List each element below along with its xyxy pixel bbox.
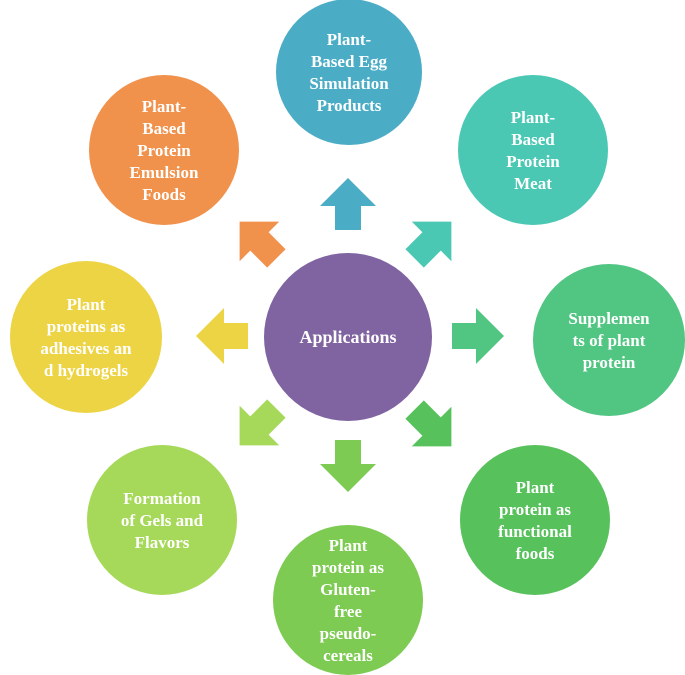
node-label-line: protein: [583, 353, 636, 372]
node-gluten: Plant protein as Gluten-free pseudo-cereals: [273, 525, 423, 675]
node-adhesives: Plant proteins as adhesives an d hydrogels: [10, 261, 162, 413]
node-label-line: Plant: [329, 536, 368, 555]
center-circle: [264, 253, 432, 421]
node-label-line: d hydrogels: [44, 361, 129, 380]
node-label-line: Products: [317, 96, 382, 115]
arrow-egg: [320, 178, 376, 230]
node-label-line: protein as: [499, 500, 571, 519]
node-label-line: protein as: [312, 558, 384, 577]
node-label-line: adhesives an: [40, 339, 132, 358]
node-label-line: Supplemen: [568, 309, 650, 328]
node-circle-functional: [460, 445, 610, 595]
arrow-gluten: [320, 440, 376, 492]
center-node: Applications: [264, 253, 432, 421]
node-label-line: functional: [498, 522, 572, 541]
node-label-line: Based: [142, 119, 186, 138]
node-label-line: Protein: [506, 152, 560, 171]
arrow-meat: [405, 221, 452, 268]
node-label-line: Plant-: [142, 97, 187, 116]
node-label-line: proteins as: [47, 317, 126, 336]
node-label-line: Plant: [516, 478, 555, 497]
node-label-line: ts of plant: [573, 331, 646, 350]
node-label-line: Plant: [67, 295, 106, 314]
node-circle-egg: [276, 0, 422, 145]
node-label-line: Meat: [514, 174, 552, 193]
node-circle-emulsion: [89, 75, 239, 225]
arrows-layer: [196, 178, 504, 492]
node-label-line: of Gels and: [121, 511, 204, 530]
arrow-supplements: [452, 308, 504, 364]
node-label-line: Plant-: [511, 108, 556, 127]
arrow-gels: [239, 399, 286, 446]
node-label-line: Emulsion: [130, 163, 200, 182]
node-label-line: Plant-: [327, 30, 372, 49]
node-label-line: cereals: [323, 646, 373, 665]
node-circle-meat: [458, 75, 608, 225]
node-supplements: Supplemen ts of plant protein: [533, 264, 685, 416]
node-label-line: Flavors: [135, 533, 190, 552]
node-label-line: foods: [516, 544, 555, 563]
node-circle-adhesives: [10, 261, 162, 413]
node-label-line: Based Egg: [311, 52, 388, 71]
node-label-line: Formation: [123, 489, 201, 508]
node-circle-gluten: [273, 525, 423, 675]
node-label-line: Gluten-: [320, 580, 376, 599]
circles-layer: Plant-Based EggSimulationProductsPlant-B…: [10, 0, 685, 675]
node-label-line: free: [334, 602, 362, 621]
center-label: Applications: [299, 327, 396, 347]
node-label-line: pseudo-: [320, 624, 377, 643]
node-circle-gels: [87, 445, 237, 595]
node-label-line: Based: [511, 130, 555, 149]
node-functional: Plant protein as functional foods: [460, 445, 610, 595]
arrow-functional: [405, 400, 452, 447]
node-circle-supplements: [533, 264, 685, 416]
node-label-line: Simulation: [309, 74, 389, 93]
node-label-line: Foods: [142, 185, 186, 204]
arrow-adhesives: [196, 308, 248, 364]
arrow-emulsion: [239, 221, 286, 268]
node-label-line: Protein: [137, 141, 191, 160]
